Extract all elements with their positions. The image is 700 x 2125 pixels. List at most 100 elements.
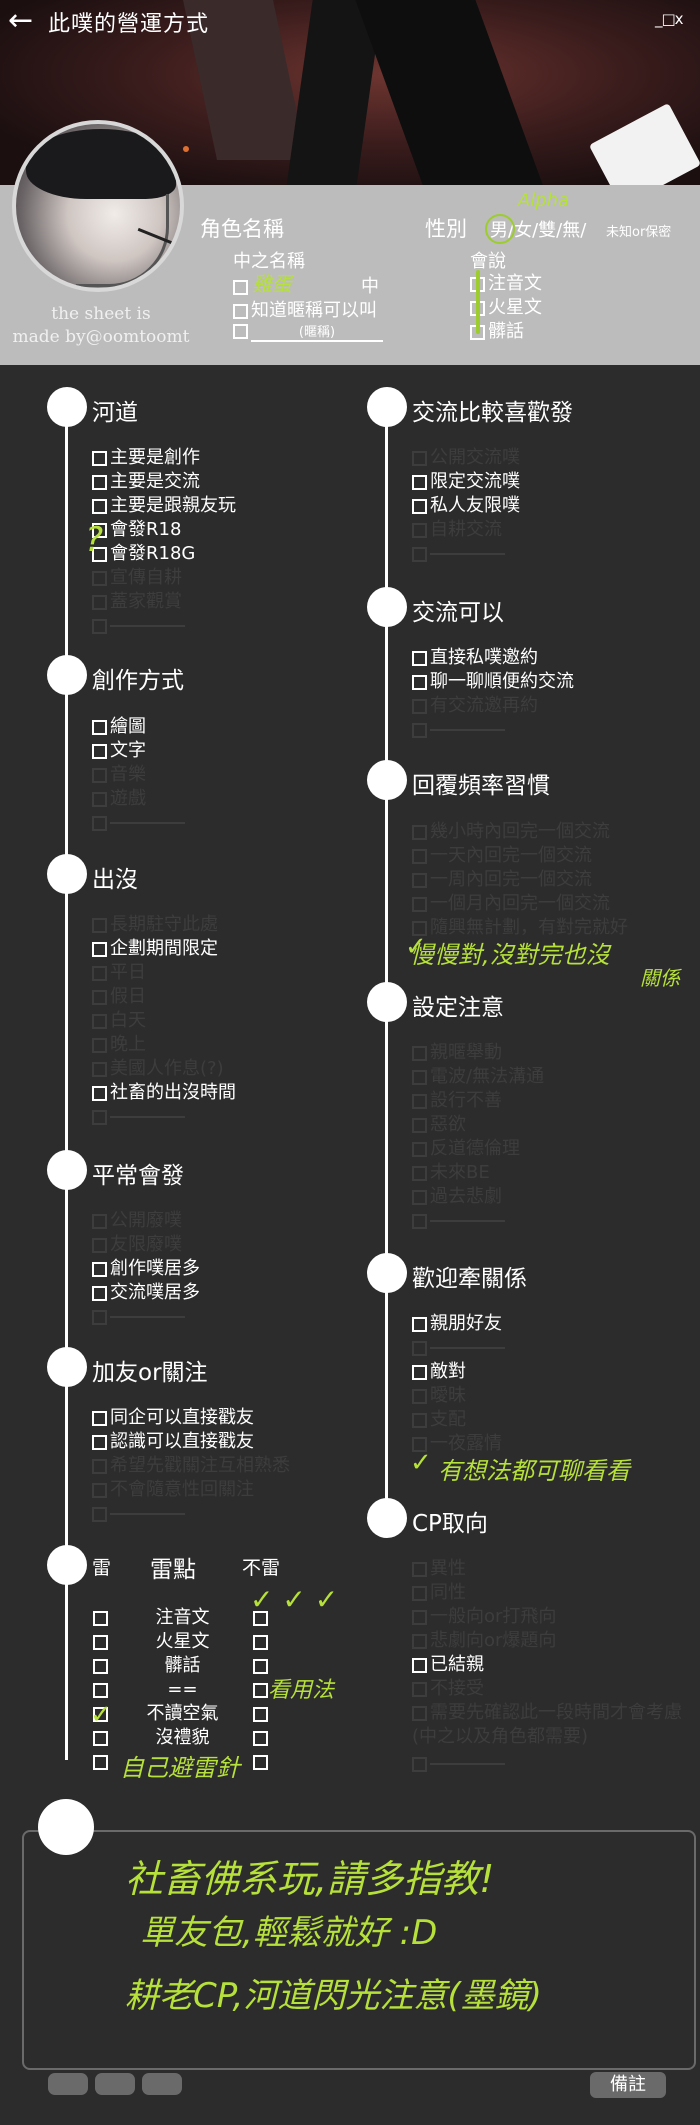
checkbox[interactable] [253, 1611, 268, 1626]
checkbox-item[interactable] [412, 718, 505, 742]
checkbox[interactable] [233, 279, 248, 295]
checkbox-item[interactable]: 會發R18G [92, 542, 195, 566]
checkbox[interactable] [92, 1085, 107, 1101]
checkbox-item[interactable]: 一夜露情 [412, 1432, 502, 1456]
checkbox-item[interactable]: 設行不善 [412, 1089, 502, 1113]
checkbox[interactable] [92, 1061, 107, 1077]
checkbox[interactable] [412, 1069, 427, 1085]
checkbox[interactable] [412, 1340, 427, 1356]
checkbox[interactable] [412, 1561, 427, 1577]
checkbox-item[interactable]: 已結親 [412, 1653, 484, 1677]
checkbox-item[interactable]: 未來BE [412, 1161, 490, 1185]
footer-pill[interactable] [142, 2073, 182, 2095]
checkbox-item[interactable]: 有交流邀再約 [412, 694, 538, 718]
window-controls-icon[interactable]: _□x [655, 10, 684, 28]
checkbox-item[interactable]: 長期駐守此處 [92, 913, 218, 937]
checkbox-item[interactable]: 同企可以直接戳友 [92, 1406, 254, 1430]
checkbox-item[interactable]: 電波/無法溝通 [412, 1065, 544, 1089]
checkbox[interactable] [92, 1109, 107, 1125]
checkbox[interactable] [93, 1635, 108, 1650]
checkbox[interactable] [412, 1213, 427, 1229]
checkbox-item[interactable]: 希望先戳關注互相熟悉 [92, 1454, 290, 1478]
checkbox[interactable] [92, 594, 107, 610]
checkbox[interactable] [92, 1458, 107, 1474]
checkbox[interactable] [412, 1093, 427, 1109]
checkbox-item[interactable]: 一周內回完一個交流 [412, 868, 592, 892]
checkbox-item[interactable]: 白天 [92, 1009, 146, 1033]
checkbox[interactable] [92, 1482, 107, 1498]
checkbox[interactable] [412, 474, 427, 490]
checkbox[interactable] [412, 1165, 427, 1181]
checkbox-item[interactable] [412, 1336, 505, 1360]
checkbox[interactable] [92, 1285, 107, 1301]
checkbox-item[interactable]: 直接私噗邀約 [412, 646, 538, 670]
checkbox-item[interactable]: 需要先確認此一段時間才會考慮 [412, 1701, 682, 1725]
back-arrow-icon[interactable]: ← [8, 3, 34, 38]
checkbox-item[interactable]: 遊戲 [92, 787, 146, 811]
checkbox[interactable] [412, 1657, 427, 1673]
checkbox-item[interactable]: 不接受 [412, 1677, 484, 1701]
checkbox[interactable] [92, 767, 107, 783]
checkbox[interactable] [253, 1755, 268, 1770]
checkbox[interactable] [412, 1609, 427, 1625]
checkbox[interactable] [92, 618, 107, 634]
checkbox-item[interactable]: 假日 [92, 985, 146, 1009]
checkbox-item[interactable]: 不會隨意性回關注 [92, 1478, 254, 1502]
checkbox[interactable] [92, 815, 107, 831]
checkbox[interactable] [233, 323, 248, 339]
checkbox-item[interactable]: 隨興無計劃，有對完就好 [412, 916, 628, 940]
checkbox-item[interactable]: 一般向or打飛向 [412, 1605, 556, 1629]
checkbox[interactable] [92, 546, 107, 562]
checkbox-item[interactable] [92, 1105, 185, 1129]
checkbox[interactable] [412, 498, 427, 514]
speak-item[interactable]: 火星文 [470, 296, 542, 320]
checkbox[interactable] [412, 1436, 427, 1452]
checkbox[interactable] [412, 650, 427, 666]
checkbox[interactable] [412, 920, 427, 936]
checkbox[interactable] [253, 1659, 268, 1674]
checkbox-item[interactable] [412, 542, 505, 566]
checkbox-item[interactable]: 友限廢噗 [92, 1233, 182, 1257]
checkbox-item[interactable]: 主要是交流 [92, 470, 200, 494]
checkbox-item[interactable]: 過去悲劇 [412, 1185, 502, 1209]
checkbox[interactable] [92, 719, 107, 735]
checkbox-item[interactable]: 創作噗居多 [92, 1257, 200, 1281]
checkbox[interactable] [92, 989, 107, 1005]
checkbox-item[interactable] [92, 811, 185, 835]
checkbox-item[interactable]: 悲劇向or爆題向 [412, 1629, 556, 1653]
checkbox[interactable] [92, 791, 107, 807]
checkbox[interactable] [253, 1731, 268, 1746]
checkbox-item[interactable]: 聊一聊順便約交流 [412, 670, 574, 694]
checkbox[interactable] [92, 1037, 107, 1053]
checkbox[interactable] [92, 1213, 107, 1229]
checkbox-item[interactable]: 晚上 [92, 1033, 146, 1057]
checkbox-item[interactable]: 幾小時內回完一個交流 [412, 820, 610, 844]
checkbox[interactable] [253, 1683, 268, 1698]
checkbox[interactable] [92, 522, 107, 538]
footer-pill[interactable] [48, 2073, 88, 2095]
checkbox[interactable] [412, 722, 427, 738]
checkbox-item[interactable]: 曖昧 [412, 1384, 466, 1408]
checkbox-item[interactable]: 同性 [412, 1581, 466, 1605]
checkbox-item[interactable]: 公開廢噗 [92, 1209, 182, 1233]
checkbox-item[interactable]: 一天內回完一個交流 [412, 844, 592, 868]
checkbox[interactable] [92, 743, 107, 759]
checkbox[interactable] [92, 1434, 107, 1450]
checkbox-item[interactable] [92, 1502, 185, 1526]
checkbox-item[interactable] [412, 1209, 505, 1233]
checkbox[interactable] [92, 1013, 107, 1029]
checkbox-item[interactable]: 敵對 [412, 1360, 466, 1384]
checkbox-item[interactable]: 認識可以直接戳友 [92, 1430, 254, 1454]
note-button[interactable]: 備註 [590, 2072, 666, 2098]
checkbox[interactable] [412, 1364, 427, 1380]
checkbox-item[interactable]: 公開交流噗 [412, 446, 520, 470]
checkbox[interactable] [412, 674, 427, 690]
checkbox[interactable] [412, 896, 427, 912]
checkbox[interactable] [92, 1261, 107, 1277]
checkbox-item[interactable]: 支配 [412, 1408, 466, 1432]
checkbox[interactable] [92, 941, 107, 957]
checkbox-item[interactable]: 平日 [92, 961, 146, 985]
checkbox[interactable] [253, 1635, 268, 1650]
checkbox[interactable] [92, 474, 107, 490]
checkbox-item[interactable]: 蓋家觀賞 [92, 590, 182, 614]
